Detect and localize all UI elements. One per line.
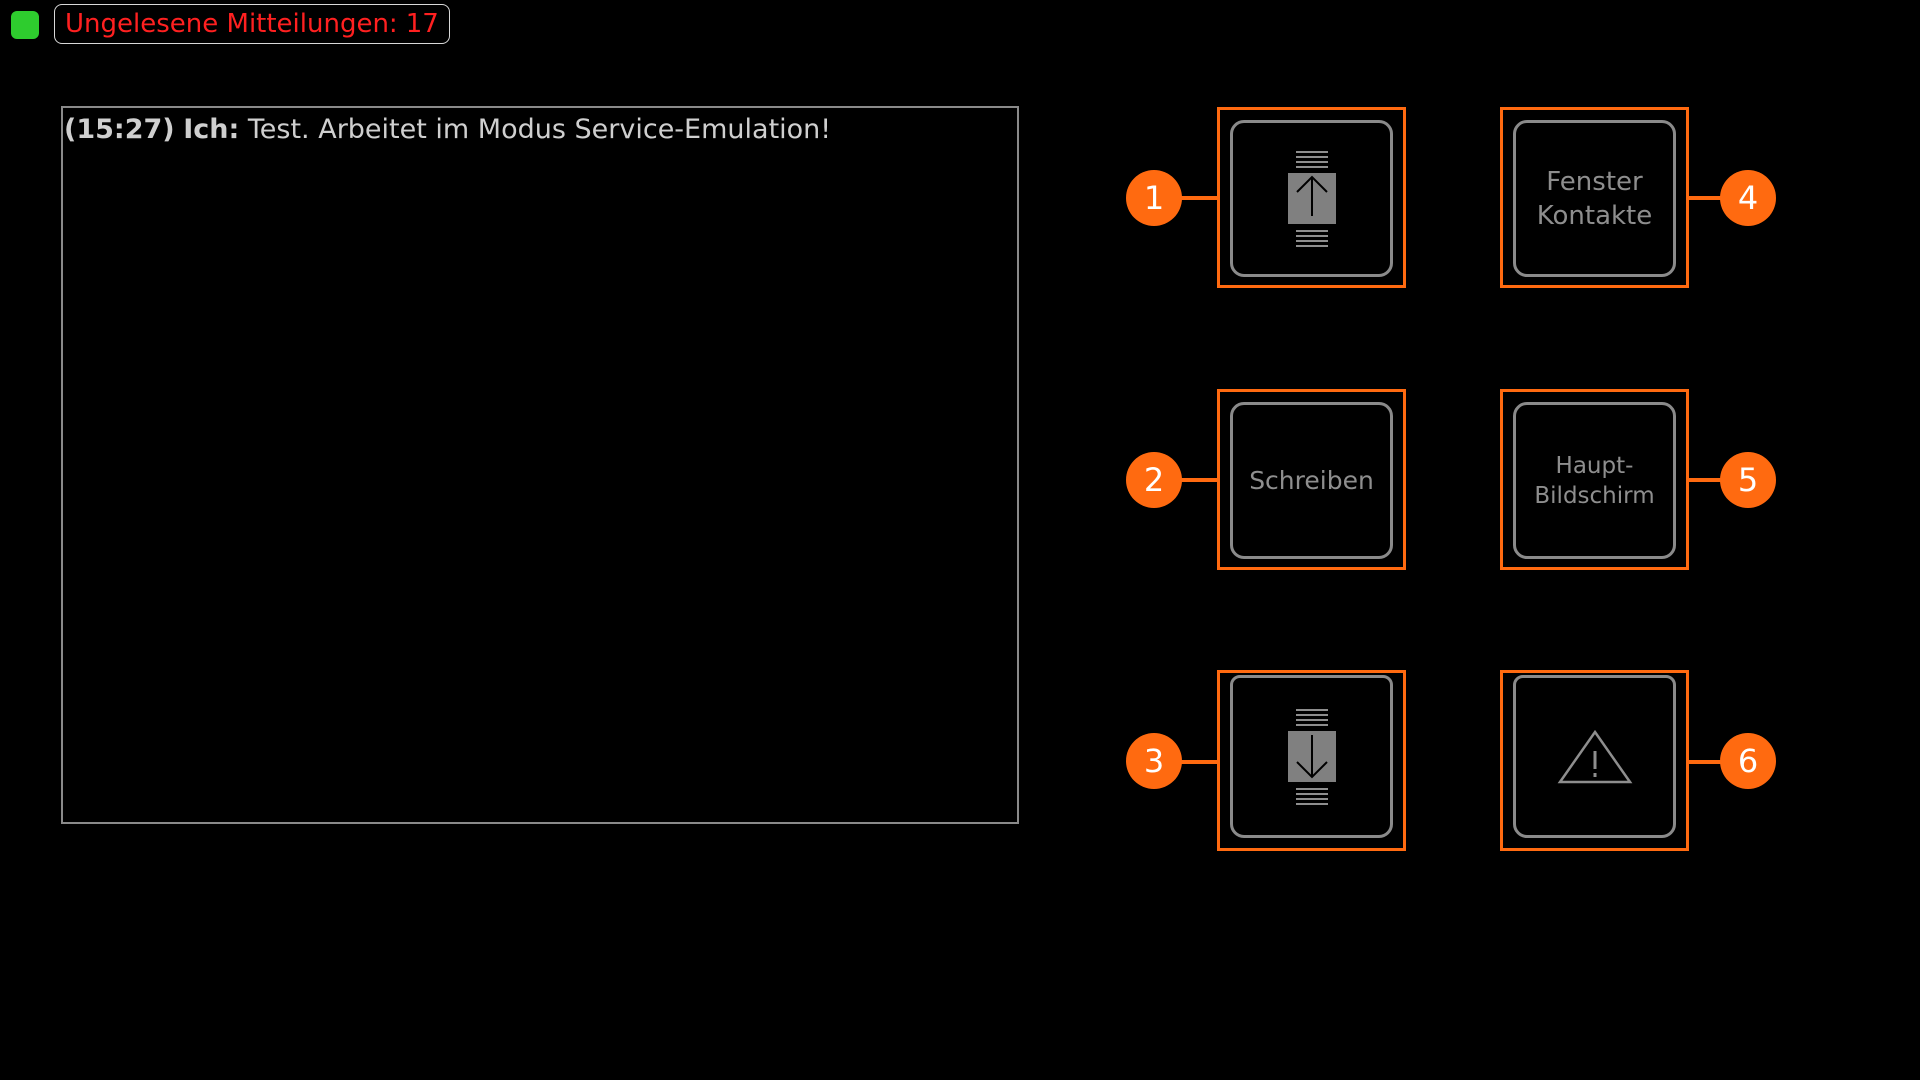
warning-triangle-icon xyxy=(1557,729,1632,783)
highlight-frame-4: Fenster Kontakte xyxy=(1500,107,1689,288)
scroll-down-icon xyxy=(1282,708,1342,805)
message-log[interactable]: (15:27) Ich: Test. Arbeitet im Modus Ser… xyxy=(61,106,1019,824)
highlight-frame-2: Schreiben xyxy=(1217,389,1406,570)
callout-1: 1 xyxy=(1126,170,1182,226)
unread-messages-badge[interactable]: Ungelesene Mitteilungen: 17 xyxy=(54,4,450,44)
callout-connector xyxy=(1687,196,1723,200)
message-text: Test. Arbeitet im Modus Service-Emulatio… xyxy=(247,114,832,145)
contacts-window-button[interactable]: Fenster Kontakte xyxy=(1513,120,1676,277)
message-sender: Ich: xyxy=(183,114,240,145)
alarm-button[interactable] xyxy=(1513,675,1676,838)
highlight-frame-5: Haupt- Bildschirm xyxy=(1500,389,1689,570)
callout-connector xyxy=(1180,760,1218,764)
status-indicator xyxy=(11,11,39,39)
main-screen-button[interactable]: Haupt- Bildschirm xyxy=(1513,402,1676,559)
contacts-window-button-label: Fenster Kontakte xyxy=(1536,166,1653,231)
write-button[interactable]: Schreiben xyxy=(1230,402,1393,559)
message-time: (15:27) xyxy=(64,114,175,145)
scroll-up-button[interactable] xyxy=(1230,120,1393,277)
callout-6: 6 xyxy=(1720,733,1776,789)
callout-2: 2 xyxy=(1126,452,1182,508)
message-item: (15:27) Ich: Test. Arbeitet im Modus Ser… xyxy=(64,114,831,145)
main-screen-button-label: Haupt- Bildschirm xyxy=(1534,452,1655,509)
write-button-label: Schreiben xyxy=(1249,465,1374,495)
callout-connector xyxy=(1180,478,1218,482)
callout-connector xyxy=(1687,478,1723,482)
callout-4: 4 xyxy=(1720,170,1776,226)
highlight-frame-3 xyxy=(1217,670,1406,851)
scroll-up-icon xyxy=(1282,150,1342,247)
unread-count: 17 xyxy=(405,9,439,39)
callout-connector xyxy=(1687,760,1723,764)
unread-label: Ungelesene Mitteilungen: xyxy=(65,9,398,39)
highlight-frame-6 xyxy=(1500,670,1689,851)
scroll-down-button[interactable] xyxy=(1230,675,1393,838)
highlight-frame-1 xyxy=(1217,107,1406,288)
callout-3: 3 xyxy=(1126,733,1182,789)
callout-5: 5 xyxy=(1720,452,1776,508)
callout-connector xyxy=(1180,196,1218,200)
